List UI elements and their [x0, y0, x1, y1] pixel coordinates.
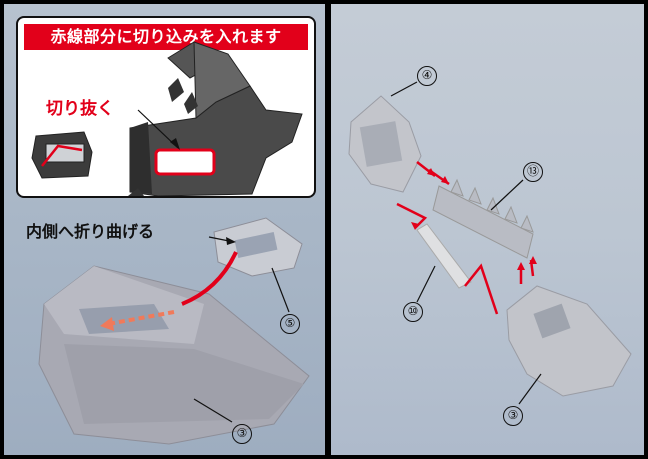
assembly-arrow-heads	[411, 168, 537, 270]
part-10-body	[416, 223, 472, 289]
part-3-face	[44, 266, 204, 344]
part-3-right-body	[506, 285, 632, 397]
fold-label: 内側へ折り曲げる	[26, 222, 155, 241]
fold-arrow-dashed	[107, 310, 175, 326]
part-13-number: ⑬	[523, 162, 543, 182]
part-13-teeth	[450, 178, 534, 233]
inset-small-cutline	[41, 144, 83, 167]
part-5-number: ⑤	[280, 314, 300, 334]
inset-diagram	[31, 41, 303, 196]
part-3-right-hole	[533, 303, 571, 339]
left-photo-illustration	[38, 217, 310, 445]
part-13-body	[432, 185, 534, 259]
part-3-number-right: ③	[503, 406, 523, 426]
fold-arrow-head	[100, 317, 114, 331]
part-4-number: ④	[417, 66, 437, 86]
right-photo-panel: ④ ⑬ ⑩ ③	[331, 4, 644, 455]
part-4-hole	[359, 121, 403, 167]
inset-title: 赤線部分に切り込みを入れます	[24, 24, 308, 50]
fold-arrow-curve	[181, 251, 238, 306]
part-3-number-left: ③	[232, 424, 252, 444]
left-photo-panel: 赤線部分に切り込みを入れます 切り抜く 内側へ折り曲げる ⑤ ③	[4, 4, 325, 455]
inset-cut-window	[154, 148, 216, 176]
instruction-inset: 赤線部分に切り込みを入れます 切り抜く	[16, 16, 316, 198]
part-3-window	[79, 304, 169, 334]
right-photo-illustration	[348, 81, 632, 405]
part-10-number: ⑩	[403, 302, 423, 322]
part-5-hole	[234, 232, 278, 258]
cut-label: 切り抜く	[46, 99, 114, 119]
part-3-lower	[64, 344, 304, 424]
